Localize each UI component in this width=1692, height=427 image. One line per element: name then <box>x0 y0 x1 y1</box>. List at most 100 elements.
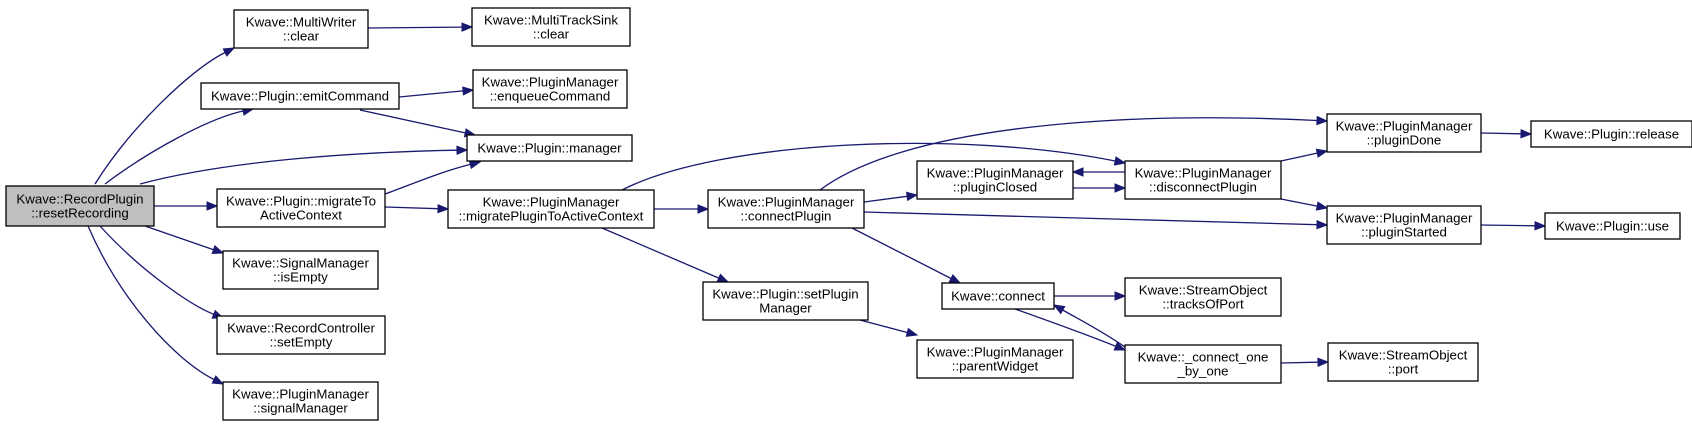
arrowhead-icon <box>222 47 236 57</box>
node-box <box>1124 344 1282 384</box>
node-label-line: Kwave::SignalManager <box>232 256 369 271</box>
node-label-line: ::parentWidget <box>952 359 1039 374</box>
node-label-line: ::pluginClosed <box>953 180 1037 195</box>
edge-line <box>87 225 215 381</box>
edge-line <box>601 227 720 279</box>
node-label-line: Kwave::PluginManager <box>1336 119 1473 134</box>
node-box <box>1326 205 1482 245</box>
node-label-line: ::disconnectPlugin <box>1149 180 1257 195</box>
node-multiwriter-clear[interactable]: Kwave::MultiWriter::clear <box>233 9 369 49</box>
node-connect-one[interactable]: Kwave::_connect_one_by_one <box>1124 344 1282 384</box>
edge-pm_pluginstarted-to-plugin_use <box>1480 221 1547 231</box>
node-pm-pluginclosed[interactable]: Kwave::PluginManager::pluginClosed <box>916 160 1074 200</box>
arrowhead-icon <box>1520 129 1533 139</box>
node-so-port[interactable]: Kwave::StreamObject::port <box>1327 342 1479 382</box>
edge-line <box>1480 224 1536 227</box>
edge-line <box>94 51 226 185</box>
arrowhead-icon <box>1315 201 1329 211</box>
node-pm-connectplugin[interactable]: Kwave::PluginManager::connectPlugin <box>707 189 865 229</box>
edge-line <box>1480 132 1522 135</box>
node-pm-signalmanager[interactable]: Kwave::PluginManager::signalManager <box>222 381 379 421</box>
arrowhead-icon <box>1114 291 1127 301</box>
node-label-line: Kwave::Plugin::emitCommand <box>211 89 389 104</box>
arrowhead-icon <box>211 375 225 385</box>
edge-line <box>104 110 244 185</box>
edge-pm_migrateplugin-to-plugin_setpm <box>601 227 730 283</box>
node-label-line: ::signalManager <box>253 401 348 416</box>
edge-recordplugin_reset-to-plugin_manager <box>139 145 469 185</box>
node-label-line: Kwave::PluginManager <box>232 387 369 402</box>
arrowhead-icon <box>1317 357 1330 367</box>
edge-line <box>859 319 908 334</box>
edge-line <box>1280 198 1318 207</box>
arrowhead-icon <box>1071 167 1084 177</box>
arrowhead-icon <box>1534 221 1547 231</box>
node-box <box>1327 342 1479 382</box>
node-label-line: Kwave::RecordPlugin <box>16 192 143 207</box>
node-kwave-connect[interactable]: Kwave::connect <box>941 282 1055 310</box>
node-pm-enqueuecommand[interactable]: Kwave::PluginManager::enqueueCommand <box>472 69 628 109</box>
node-pm-migrateplugin[interactable]: Kwave::PluginManager::migratePluginToAct… <box>447 189 655 229</box>
node-label-line: Kwave::MultiWriter <box>246 15 357 30</box>
edge-line <box>139 149 458 185</box>
node-label-line: Kwave::RecordController <box>227 321 375 336</box>
arrowhead-icon <box>1113 341 1127 351</box>
arrowhead-icon <box>1316 219 1329 230</box>
edge-line <box>1280 361 1319 364</box>
node-pm-pluginstarted[interactable]: Kwave::PluginManager::pluginStarted <box>1326 205 1482 245</box>
edge-line <box>851 227 952 280</box>
edge-line <box>384 206 439 210</box>
arrowhead-icon <box>716 273 730 283</box>
node-box <box>1544 212 1681 240</box>
edge-recordplugin_reset-to-pm_signalmanager <box>87 225 225 385</box>
node-box <box>472 69 628 109</box>
node-plugin-manager[interactable]: Kwave::Plugin::manager <box>466 134 633 162</box>
edge-pm_connectplugin-to-kwave_connect <box>851 227 962 284</box>
node-box <box>916 339 1074 379</box>
node-sm-isempty[interactable]: Kwave::SignalManager::isEmpty <box>222 250 379 290</box>
arrowhead-icon <box>468 159 482 170</box>
edge-pm_disconnectplugin-to-pm_pluginclosed <box>1071 167 1125 177</box>
edge-pm_connectplugin-to-pm_plugindone <box>819 115 1329 191</box>
node-rc-setempty[interactable]: Kwave::RecordController::setEmpty <box>216 315 386 355</box>
node-pm-disconnectplugin[interactable]: Kwave::PluginManager::disconnectPlugin <box>1124 160 1282 200</box>
edge-recordplugin_reset-to-sm_isempty <box>144 225 225 255</box>
arrowhead-icon <box>462 86 475 96</box>
node-plugin-release[interactable]: Kwave::Plugin::release <box>1530 120 1692 148</box>
edge-pm_disconnectplugin-to-pm_pluginstarted <box>1280 198 1329 211</box>
node-label-line: Kwave::StreamObject <box>1139 283 1268 298</box>
node-multitracksink-clear[interactable]: Kwave::MultiTrackSink::clear <box>471 7 631 47</box>
edge-line <box>621 142 1116 191</box>
node-pm-plugindone[interactable]: Kwave::PluginManager::pluginDone <box>1326 113 1482 153</box>
edge-line <box>398 90 464 98</box>
node-label-line: Kwave::connect <box>951 289 1045 304</box>
edge-pm_migrateplugin-to-pm_connectplugin <box>654 204 710 214</box>
node-label-line: Kwave::_connect_one <box>1138 350 1269 365</box>
edge-line <box>1280 152 1318 162</box>
node-box <box>233 9 369 49</box>
node-pm-parentwidget[interactable]: Kwave::PluginManager::parentWidget <box>916 339 1074 379</box>
node-box <box>216 315 386 355</box>
edge-plugin_migrate-to-pm_migrateplugin <box>384 203 450 214</box>
node-label-line: ::connectPlugin <box>741 209 832 224</box>
node-box <box>1326 113 1482 153</box>
node-label-line: Kwave::Plugin::release <box>1544 127 1679 142</box>
edge-connect_one-to-kwave_connect <box>1052 304 1126 348</box>
node-box <box>447 189 655 229</box>
node-box <box>1124 277 1282 317</box>
arrowhead-icon <box>1316 115 1329 126</box>
edge-plugin_emitcommand-to-plugin_manager <box>359 109 477 138</box>
node-box <box>200 82 400 110</box>
node-plugin-use[interactable]: Kwave::Plugin::use <box>1544 212 1681 240</box>
node-label-line: ::setEmpty <box>270 335 333 350</box>
node-box <box>222 250 379 290</box>
node-so-tracksofport[interactable]: Kwave::StreamObject::tracksOfPort <box>1124 277 1282 317</box>
edge-pm_migrateplugin-to-pm_disconnectplugin <box>621 142 1127 191</box>
edge-line <box>819 117 1318 191</box>
node-plugin-emitcommand[interactable]: Kwave::Plugin::emitCommand <box>200 82 400 110</box>
arrowhead-icon <box>1114 183 1127 193</box>
node-label-line: Kwave::Plugin::use <box>1556 219 1669 234</box>
edge-recordplugin_reset-to-plugin_emitcommand <box>104 106 255 185</box>
